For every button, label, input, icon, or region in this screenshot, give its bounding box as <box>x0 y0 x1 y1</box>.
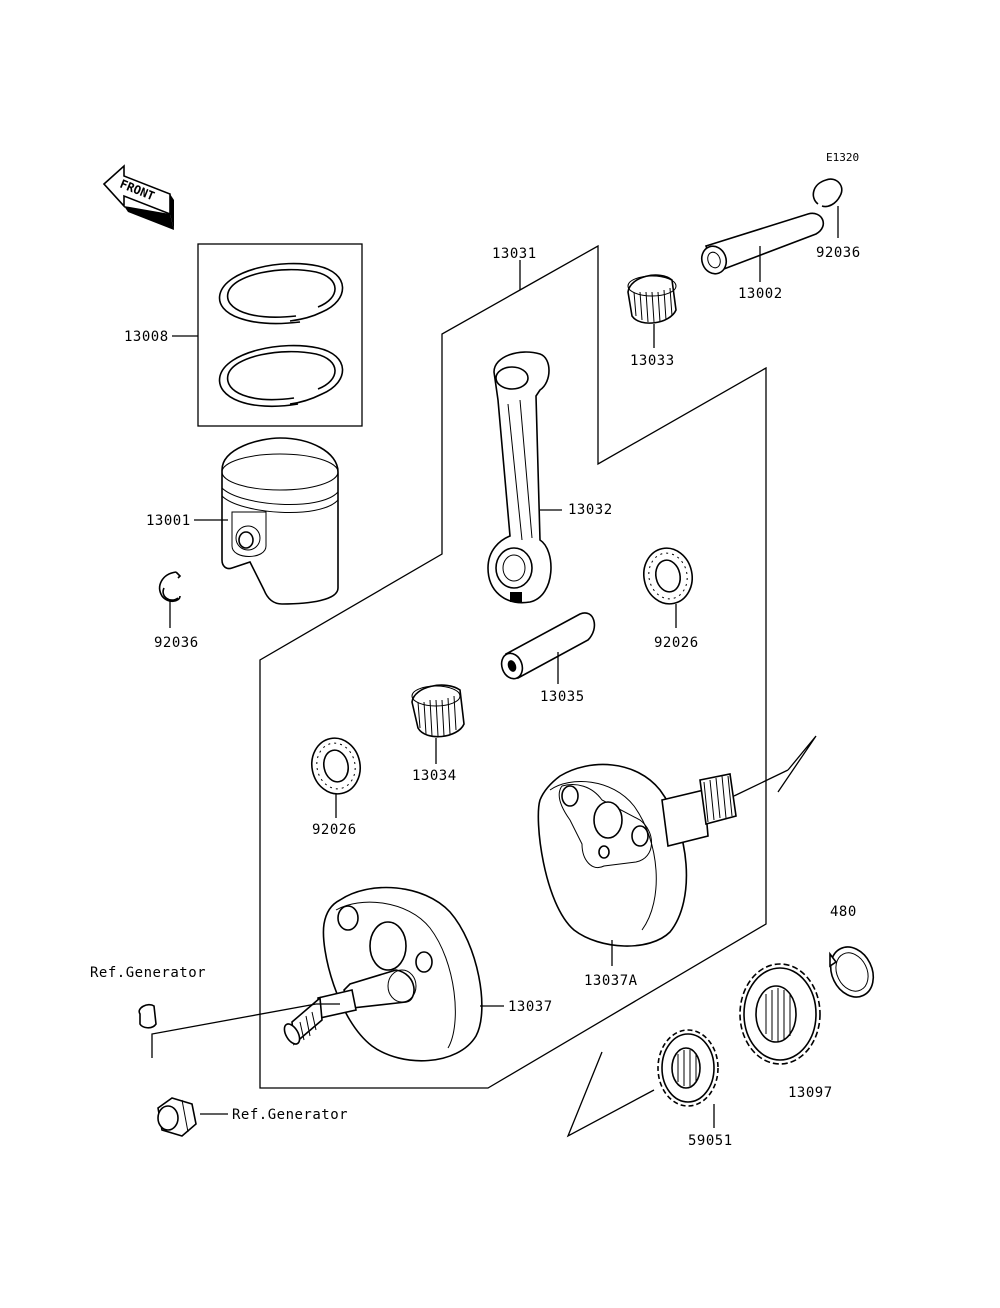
label-13033: 13033 <box>630 353 675 369</box>
label-13001: 13001 <box>146 513 191 529</box>
leader-lines <box>169 206 839 1128</box>
gear-small <box>657 1029 719 1107</box>
label-13032: 13032 <box>568 502 613 518</box>
thrust-washer-right <box>643 547 693 605</box>
piston <box>221 437 339 605</box>
assembly-outlines <box>151 244 817 1138</box>
label-92026-right: 92026 <box>654 635 699 651</box>
label-13002: 13002 <box>738 286 783 302</box>
label-13097: 13097 <box>788 1085 833 1101</box>
label-13034: 13034 <box>412 768 457 784</box>
needle-bearing-top <box>627 274 677 324</box>
gear-large <box>739 963 821 1065</box>
label-13037A: 13037A <box>584 973 638 989</box>
label-92036-left: 92036 <box>154 635 199 651</box>
crankshaft-left <box>283 886 483 1062</box>
diagram-code: E1320 <box>826 151 859 164</box>
label-13037: 13037 <box>508 999 553 1015</box>
part-labels: 13008 13001 92036 92036 13002 13031 1303… <box>90 245 861 1149</box>
woodruff-key <box>138 1003 157 1029</box>
front-arrow-icon: FRONT <box>102 164 174 230</box>
label-ref-generator-bottom: Ref.Generator <box>232 1107 348 1123</box>
crankshaft-right <box>537 763 789 947</box>
thrust-washer-left <box>311 737 361 795</box>
flange-nut <box>157 1097 197 1137</box>
label-59051: 59051 <box>688 1133 733 1149</box>
needle-bearing-bottom <box>411 684 465 738</box>
label-13031: 13031 <box>492 246 537 262</box>
label-13035: 13035 <box>540 689 585 705</box>
circlip-right <box>812 178 843 208</box>
circlip-left-inner <box>162 587 179 601</box>
snap-ring <box>829 946 875 998</box>
crank-pin <box>500 612 596 680</box>
label-92026-left: 92026 <box>312 822 357 838</box>
label-92036-right: 92036 <box>816 245 861 261</box>
label-13008: 13008 <box>124 329 169 345</box>
piston-pin <box>700 212 825 275</box>
label-480: 480 <box>830 904 857 920</box>
circlip-left <box>158 571 182 603</box>
connecting-rod <box>487 351 552 604</box>
piston-ring-box <box>197 243 363 427</box>
label-ref-generator-top: Ref.Generator <box>90 965 206 981</box>
piston-rings <box>218 262 344 408</box>
